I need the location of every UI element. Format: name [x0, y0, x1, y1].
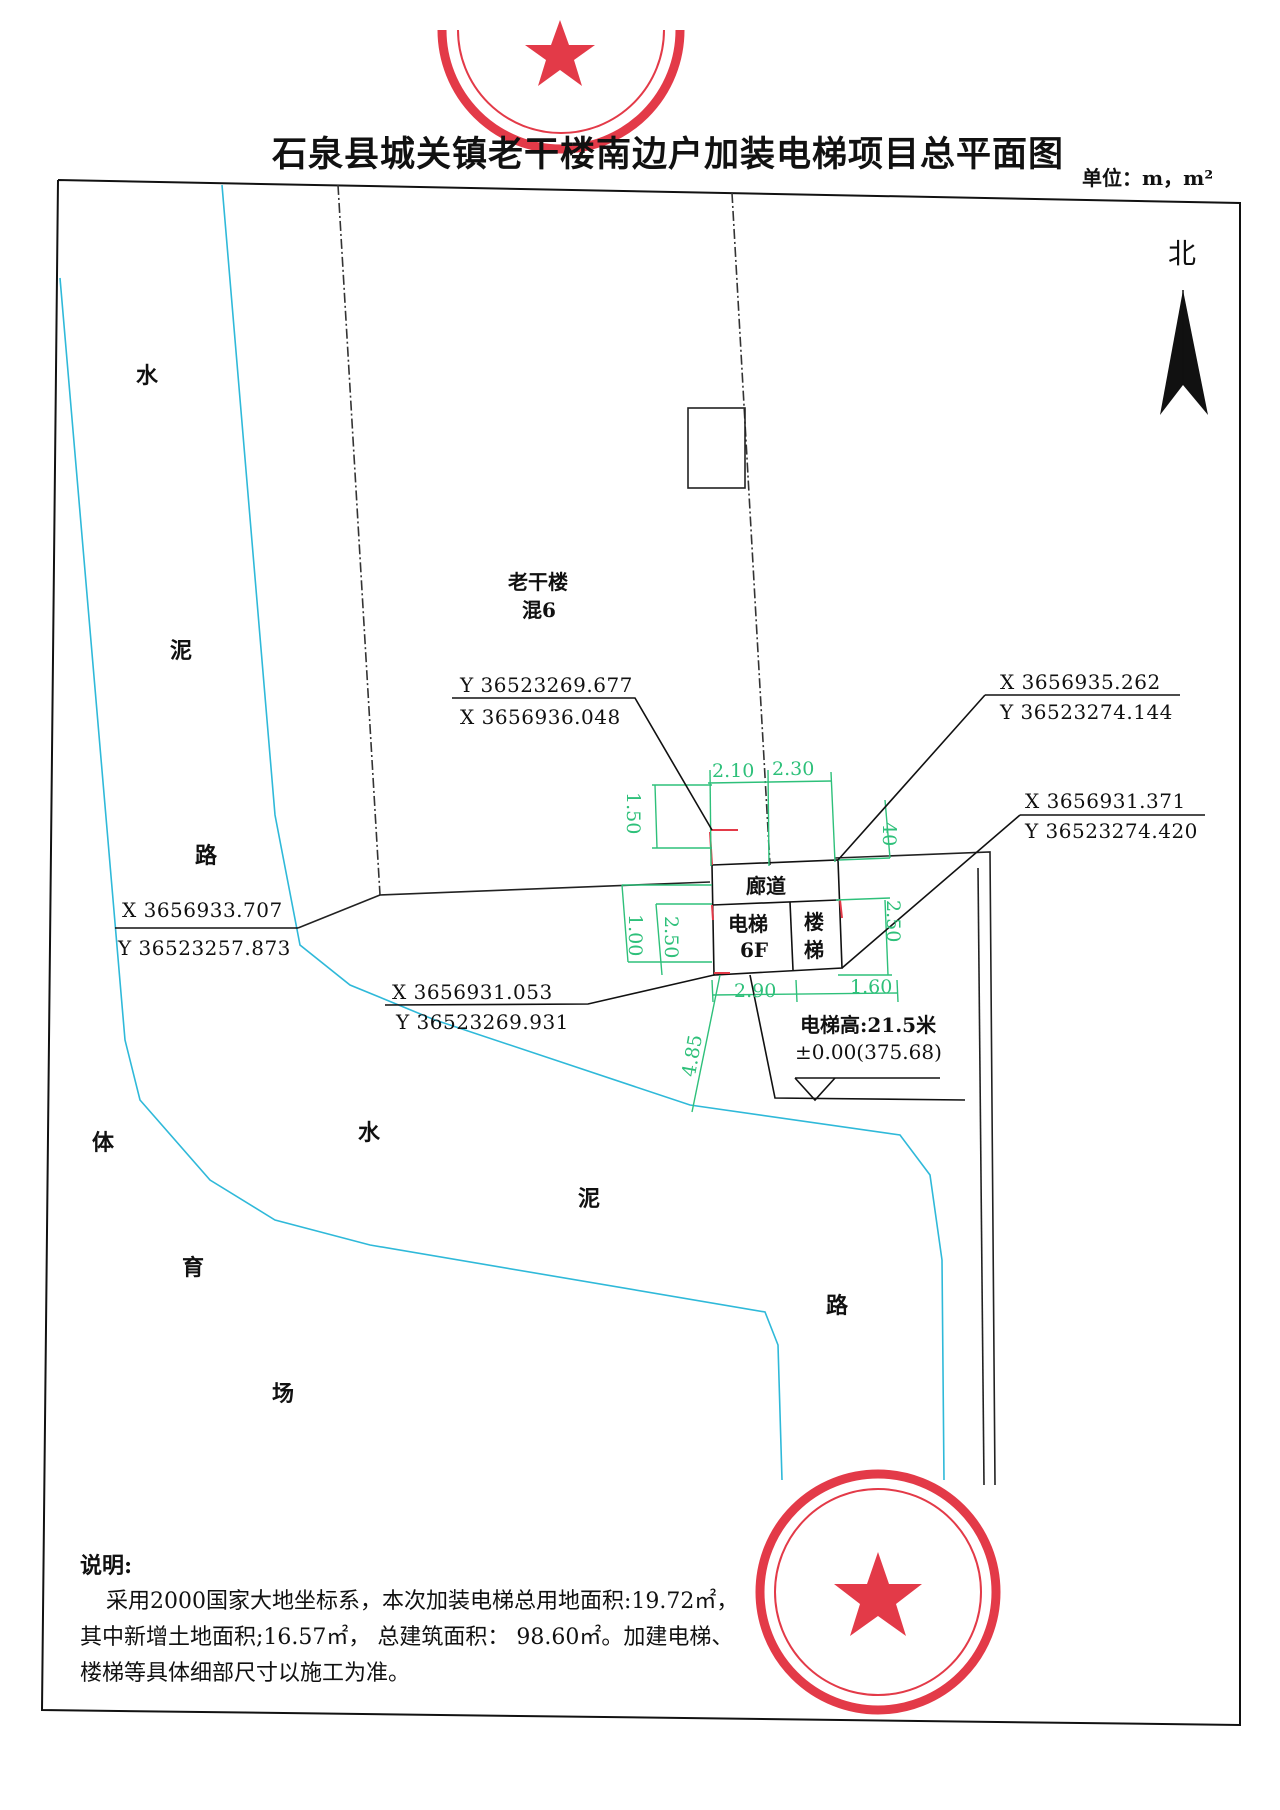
road-label-mid-2: 泥 — [578, 1186, 601, 1212]
map-frame — [40, 179, 1241, 1727]
notes-heading: 说明: — [80, 1553, 133, 1579]
dim-2-50-right: 2.50 — [882, 900, 904, 943]
bottom-stamp — [755, 1469, 1001, 1715]
dim-2-30: 2.30 — [772, 758, 815, 780]
elevator-label: 电梯 — [728, 912, 768, 936]
elevator-floors: 6F — [740, 938, 769, 962]
stadium-label-3: 场 — [272, 1381, 295, 1407]
dim-1-00: 1.00 — [624, 914, 646, 957]
coord-p1-y: Y 36523269.677 — [460, 673, 633, 697]
notes-block: 说明: 采用2000国家大地坐标系，本次加装电梯总用地面积:19.72㎡， 其中… — [80, 1548, 860, 1692]
coordinate-leaders — [115, 694, 1205, 1102]
elevation-mark: ±0.00(375.68) — [795, 1040, 942, 1064]
dim-2-50-left: 2.50 — [660, 916, 682, 959]
coord-p1-x: X 3656936.048 — [460, 705, 621, 729]
coord-p3-y: Y 36523274.420 — [1025, 819, 1198, 843]
coord-p4-x: X 3656933.707 — [122, 898, 283, 922]
coord-p5-x: X 3656931.053 — [392, 980, 553, 1004]
stair-label-1: 楼 — [804, 910, 824, 934]
dimension-lines — [621, 769, 899, 1113]
elevator-height: 电梯高:21.5米 — [800, 1013, 937, 1037]
dim-40: 40 — [878, 822, 900, 847]
building-name: 老干楼 — [508, 570, 568, 594]
north-label: 北 — [1168, 237, 1197, 270]
notes-line-3: 楼梯等具体细部尺寸以施工为准。 — [80, 1661, 411, 1686]
unit-label: 单位：m，m² — [1082, 166, 1214, 190]
corridor-label: 廊道 — [746, 874, 786, 898]
road-label-mid-1: 水 — [358, 1120, 381, 1146]
stadium-label-2: 育 — [182, 1255, 205, 1281]
notes-line-1: 采用2000国家大地坐标系，本次加装电梯总用地面积:19.72㎡， — [106, 1589, 739, 1614]
road-label-left-1: 水 — [136, 363, 159, 389]
notes-line-2: 其中新增土地面积;16.57㎡， 总建筑面积： 98.60㎡。加建电梯、 — [80, 1625, 734, 1650]
top-stamp — [437, 20, 685, 154]
stadium-label-1: 体 — [92, 1130, 115, 1156]
coord-p2-x: X 3656935.262 — [1000, 670, 1161, 694]
north-arrow-icon — [1160, 290, 1208, 415]
dim-1-60: 1.60 — [850, 976, 893, 998]
road-label-mid-3: 路 — [826, 1293, 849, 1319]
coord-p3-x: X 3656931.371 — [1025, 789, 1186, 813]
dim-2-10: 2.10 — [712, 760, 755, 782]
coord-p5-y: Y 36523269.931 — [396, 1010, 569, 1034]
building-structure: 混6 — [522, 598, 556, 622]
coord-p4-y: Y 36523257.873 — [118, 936, 291, 960]
road-label-left-2: 泥 — [170, 638, 193, 664]
right-boundary — [834, 851, 996, 1486]
road-label-left-3: 路 — [195, 843, 218, 869]
coord-p2-y: Y 36523274.144 — [1000, 700, 1173, 724]
dim-2-90: 2.90 — [734, 980, 777, 1002]
plan-title: 石泉县城关镇老干楼南边户加装电梯项目总平面图 — [272, 134, 1065, 175]
road-lines — [59, 184, 945, 1481]
building-outline — [337, 184, 771, 896]
building-edges — [297, 407, 746, 929]
dim-1-50: 1.50 — [622, 792, 644, 835]
stair-label-2: 梯 — [804, 938, 824, 962]
